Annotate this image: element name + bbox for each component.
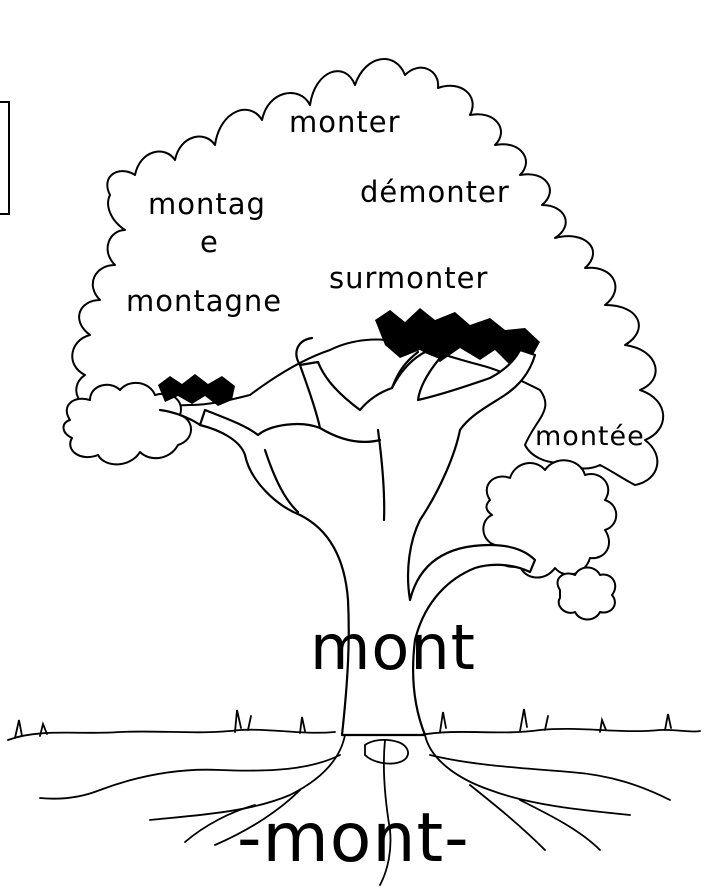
word-montag: montag [148, 190, 266, 219]
word-montee: montée [535, 423, 645, 450]
ground-left [8, 730, 335, 740]
word-montagne: montagne [126, 287, 282, 316]
word-monter: monter [289, 108, 401, 137]
root-right-2 [470, 785, 600, 850]
roots-affix-label: -mont- [237, 805, 470, 873]
root-knot [365, 740, 408, 764]
root-right-1 [430, 755, 670, 800]
word-demonter: démonter [360, 178, 510, 207]
trunk-root-word: mont [310, 617, 476, 679]
side-frame [0, 101, 10, 215]
word-montag-continuation: e [200, 228, 218, 257]
word-surmonter: surmonter [329, 264, 488, 293]
crown-lobe-far-right [558, 568, 616, 620]
ground-right [420, 729, 700, 735]
